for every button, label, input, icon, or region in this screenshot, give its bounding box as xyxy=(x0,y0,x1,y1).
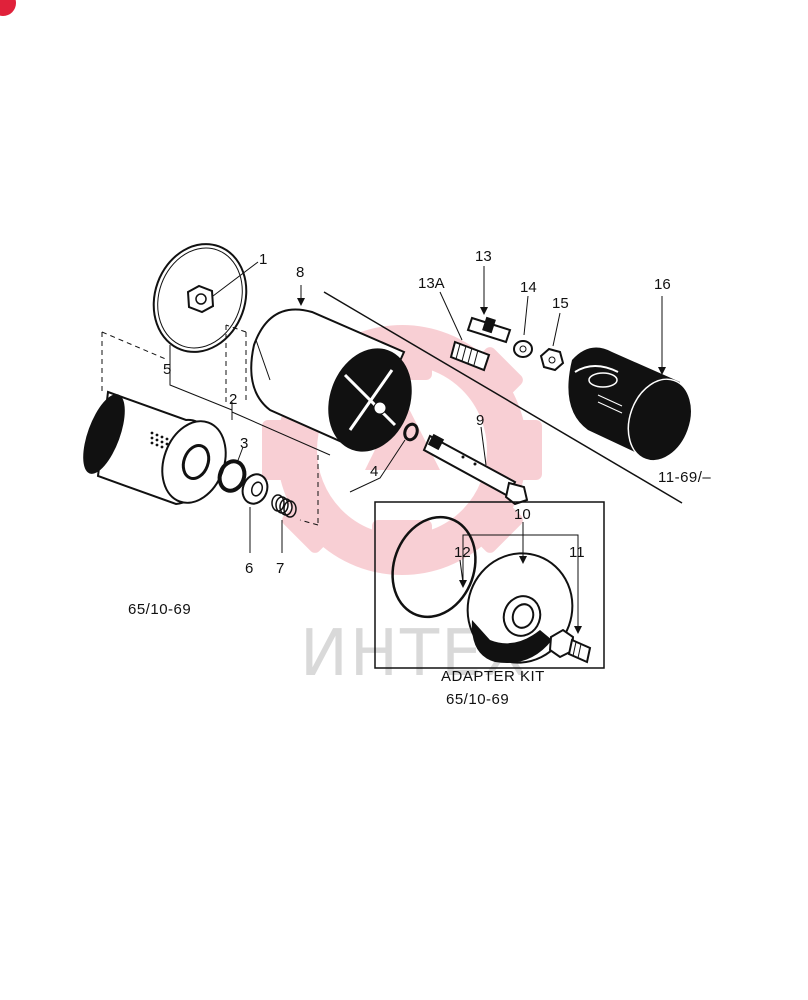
part-12-o-ring xyxy=(391,515,477,619)
part-15-nut xyxy=(539,347,565,372)
callout-12: 12 xyxy=(454,544,471,561)
part-8-housing-bowl xyxy=(250,308,412,452)
adapter-kit-frame xyxy=(374,501,605,669)
part-13-nipple xyxy=(466,316,512,344)
part-11-adapter-fitting xyxy=(548,628,592,664)
callout-13a: 13A xyxy=(418,275,445,292)
caption-left-date: 65/10-69 xyxy=(128,601,191,618)
part-4-small-seal xyxy=(403,422,419,442)
callout-3: 3 xyxy=(240,435,248,452)
callout-7: 7 xyxy=(276,560,284,577)
part-5-filter-element xyxy=(83,390,227,506)
part-16-spin-on-filter xyxy=(568,347,693,462)
caption-adapter-kit-title: ADAPTER KIT xyxy=(441,668,545,685)
callout-14: 14 xyxy=(520,279,537,296)
part-14-washer xyxy=(513,340,533,358)
divider-line xyxy=(323,291,683,504)
callout-5: 5 xyxy=(163,361,171,378)
part-9-center-bolt xyxy=(422,433,529,506)
part-1-cover-plate xyxy=(152,243,248,353)
callout-15: 15 xyxy=(552,295,569,312)
part-6-washer xyxy=(241,473,269,505)
brand-corner-mark xyxy=(0,0,16,16)
callout-10: 10 xyxy=(514,506,531,523)
callout-4: 4 xyxy=(370,463,378,480)
watermark-gear-logo xyxy=(262,325,542,575)
callout-1: 1 xyxy=(259,251,267,268)
callout-11: 11 xyxy=(569,544,585,561)
part-10-adapter-plate xyxy=(466,552,574,664)
callout-6: 6 xyxy=(245,560,253,577)
part-13a-threaded-stud xyxy=(449,340,491,372)
callout-8: 8 xyxy=(296,264,304,281)
callout-2: 2 xyxy=(229,391,237,408)
part-7-spring xyxy=(271,494,297,518)
callout-13: 13 xyxy=(475,248,492,265)
caption-right-date: 11-69/– xyxy=(658,469,711,486)
dashed-assembly-outline xyxy=(101,324,319,526)
adapter-kit-leaders xyxy=(459,522,579,630)
callout-9: 9 xyxy=(476,412,484,429)
callout-16: 16 xyxy=(654,276,671,293)
caption-adapter-kit-date: 65/10-69 xyxy=(446,691,509,708)
